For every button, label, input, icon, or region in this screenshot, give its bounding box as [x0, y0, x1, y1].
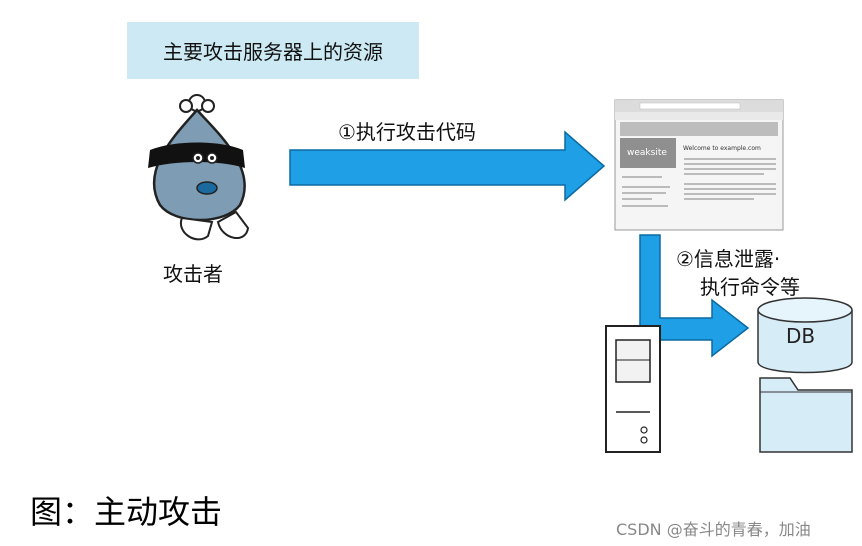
attacker-figure	[148, 94, 250, 241]
figure-caption: 图：主动攻击	[30, 493, 223, 531]
watermark-text: CSDN @奋斗的青春，加油	[616, 520, 811, 539]
attack-label: ①执行攻击代码	[338, 120, 476, 144]
db-label: DB	[786, 324, 816, 348]
attacker-label: 攻击者	[163, 262, 223, 286]
browser-heading: Welcome to example.com	[683, 145, 761, 152]
browser-site-name: weaksite	[627, 148, 667, 158]
server-tower	[605, 325, 661, 453]
leak-arrow	[639, 234, 750, 358]
folder-icon	[759, 377, 853, 453]
leak-label-line2: 执行命令等	[700, 275, 800, 299]
attack-arrow	[289, 130, 606, 202]
browser-window: weaksite Welcome to example.com	[614, 99, 784, 231]
leak-label-line1: ②信息泄露·	[676, 247, 781, 271]
database-cylinder	[757, 297, 853, 374]
diagram-title: 主要攻击服务器上的资源	[127, 22, 419, 79]
